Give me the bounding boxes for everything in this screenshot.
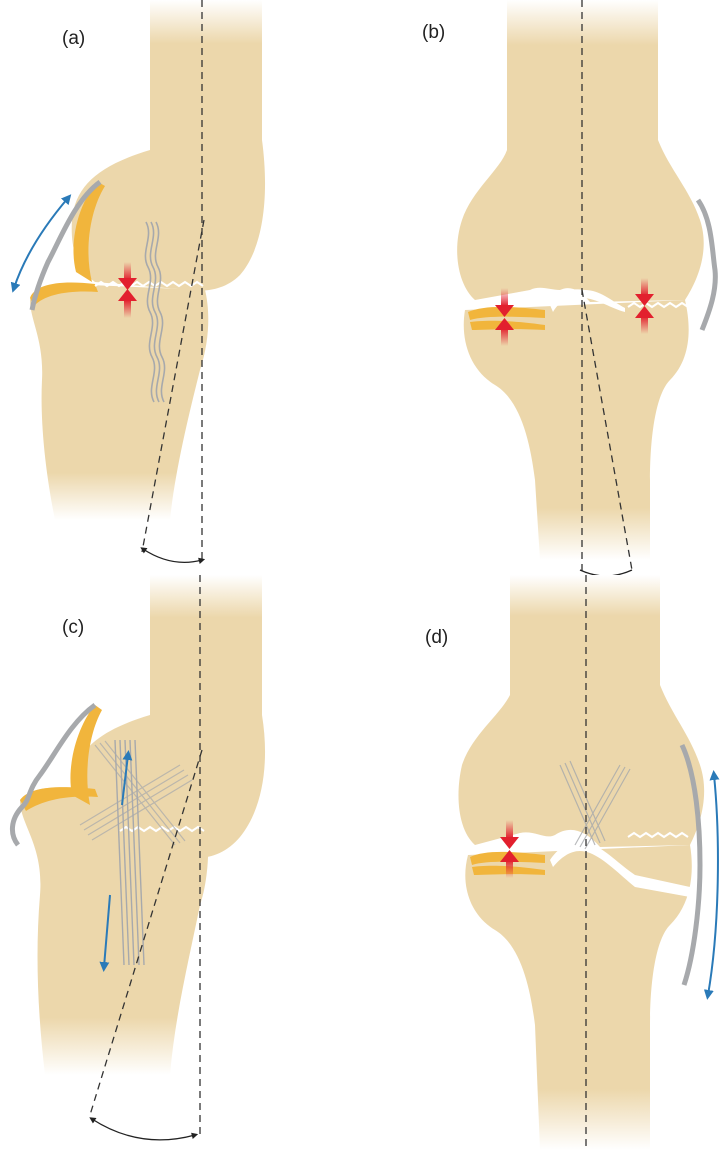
panel-d: (d) <box>360 575 720 1150</box>
tibia-b <box>464 300 689 560</box>
femur-a <box>72 0 265 291</box>
panel-label-a: (a) <box>62 28 85 50</box>
panel-a-figure <box>0 0 360 575</box>
panel-b: (b) <box>360 0 720 575</box>
femur-b <box>457 0 704 302</box>
femur-d <box>458 575 704 847</box>
tension-arrow-d <box>708 775 718 995</box>
angle-arc-c <box>92 1119 195 1140</box>
angle-arc-a <box>143 549 202 562</box>
panel-b-figure <box>360 0 720 575</box>
panel-label-b: (b) <box>422 22 445 44</box>
panel-d-figure <box>360 575 720 1150</box>
panel-c-figure <box>0 575 360 1150</box>
panel-label-d: (d) <box>425 627 448 649</box>
panel-a: (a) <box>0 0 360 575</box>
tibia-a <box>30 284 208 520</box>
panel-label-c: (c) <box>62 617 84 639</box>
panel-c: (c) <box>0 575 360 1150</box>
